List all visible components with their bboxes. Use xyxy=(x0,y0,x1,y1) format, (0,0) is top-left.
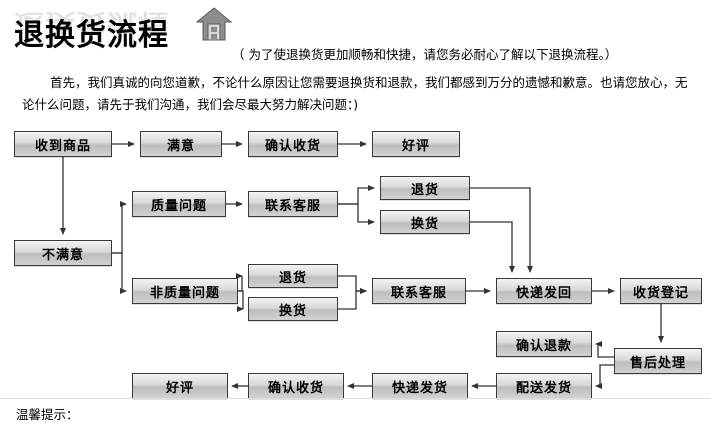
flow-node-n16: 确认退款 xyxy=(496,331,592,357)
flow-node-n12: 换货 xyxy=(248,297,338,321)
flow-node-n15: 收货登记 xyxy=(620,278,702,304)
house-icon xyxy=(195,6,233,50)
header-note: （ 为了使退换货更加顺畅和快捷，请您务必耐心了解以下退换流程。） xyxy=(232,47,618,62)
flow-node-n7: 退货 xyxy=(380,176,470,200)
footer-divider xyxy=(0,398,711,399)
flow-node-n3: 确认收货 xyxy=(248,131,338,157)
intro-paragraph: 首先，我们真诚的向您道歉，不论什么原因让您需要退换货和退款，我们都感到万分的遗憾… xyxy=(22,75,688,112)
flow-node-n13: 联系客服 xyxy=(372,278,466,304)
flow-node-n9: 不满意 xyxy=(14,240,112,266)
flow-node-n18: 配送发货 xyxy=(496,373,592,399)
flow-node-n4: 好评 xyxy=(372,131,460,157)
flow-node-n8: 换货 xyxy=(380,210,470,234)
flow-node-n19: 快递发货 xyxy=(372,373,468,399)
flow-node-n11: 退货 xyxy=(248,264,338,288)
flow-node-n14: 快递发回 xyxy=(496,278,592,304)
flow-node-n5: 质量问题 xyxy=(132,191,226,217)
flow-node-n6: 联系客服 xyxy=(248,191,338,217)
flow-node-n2: 满意 xyxy=(140,131,222,157)
page-title: 退换货流程 xyxy=(14,18,169,53)
footer-tip: 温馨提示： xyxy=(16,407,79,422)
flow-node-n10: 非质量问题 xyxy=(132,278,238,304)
flow-node-n1: 收到商品 xyxy=(14,131,112,157)
flow-node-n21: 好评 xyxy=(132,373,228,399)
flow-node-n20: 确认收货 xyxy=(248,373,344,399)
flow-node-n17: 售后处理 xyxy=(614,348,702,374)
